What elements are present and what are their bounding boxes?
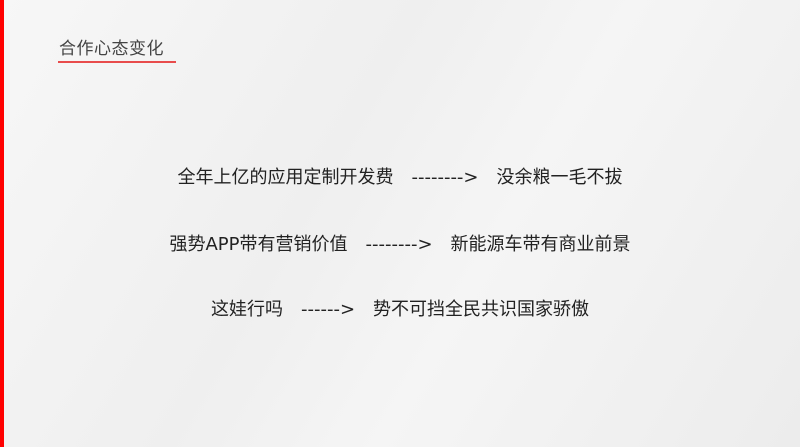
title-underline (58, 61, 176, 63)
arrow: --------> (365, 234, 433, 255)
row-before: 这娃行吗 (210, 299, 283, 320)
accent-bar (0, 0, 4, 447)
arrow: ------> (300, 299, 356, 320)
row-before: 强势APP带有营销价值 (169, 234, 348, 255)
row-after: 没余粮一毛不拔 (496, 167, 623, 188)
comparison-row: 强势APP带有营销价值 --------> 新能源车带有商业前景 (0, 230, 800, 256)
arrow: --------> (411, 167, 479, 188)
comparison-row: 这娃行吗 ------> 势不可挡全民共识国家骄傲 (0, 295, 800, 321)
row-after: 新能源车带有商业前景 (450, 234, 631, 255)
comparison-row: 全年上亿的应用定制开发费 --------> 没余粮一毛不拔 (0, 163, 800, 189)
slide-title: 合作心态变化 (59, 39, 164, 59)
row-after: 势不可挡全民共识国家骄傲 (373, 299, 590, 320)
row-before: 全年上亿的应用定制开发费 (177, 167, 394, 188)
